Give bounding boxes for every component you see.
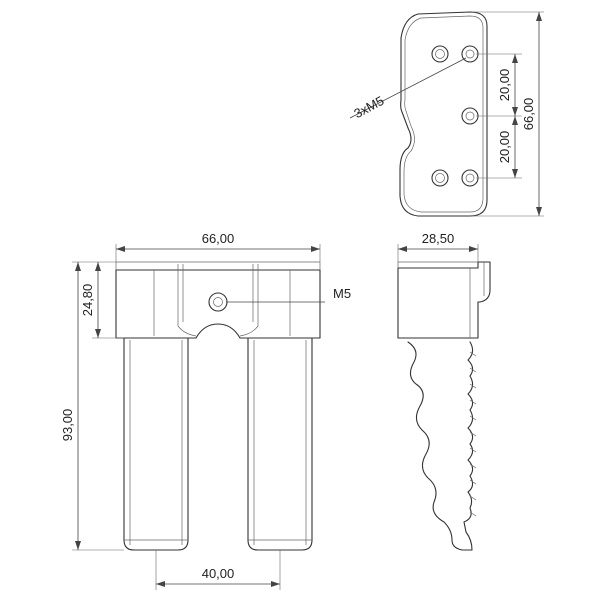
front-view-dim-head-arrow-bottom [95,329,101,338]
front-view-dim-width-text: 66,00 [202,231,235,246]
front-view-slot [177,264,259,337]
top-view-thread-hole-1 [461,45,479,63]
front-view-thread-callout: M5 [333,286,351,301]
front-view-dim-total-arrow-bottom [75,541,81,550]
side-view-dim-arrow-left [398,246,407,252]
front-view-dim-total-text: 93,00 [60,409,75,442]
side-view-dim-arrow-right [469,246,478,252]
front-view-thread-hole-inner [213,297,223,307]
top-view-thread-hole-1-inner [465,49,475,59]
front-view-dim-width-arrow-right [311,246,320,252]
top-view: 3xM5 20,00 20,00 66,00 [349,11,544,217]
front-view-left-leg [123,337,189,551]
top-view-dim-lower-text: 20,00 [497,131,512,164]
top-view-dim-arrow-lower-top [512,116,518,125]
top-view-dim-arrow-upper-bottom [512,107,518,116]
front-view-dim-head-arrow-top [95,262,101,271]
top-view-inner-edge [403,15,484,213]
side-view-grip-profile [407,341,474,551]
top-view-thread-callout: 3xM5 [351,93,386,121]
front-view-head-outline [115,269,321,339]
top-view-thread-hole-2-inner [465,111,475,121]
top-view-dim-arrow-upper-top [512,54,518,63]
top-view-thread-hole-2 [461,107,479,125]
front-view: M5 66,00 24,80 93,00 [60,231,351,590]
front-view-slot-inner [182,264,254,322]
front-view-dim-total-arrow-top [75,262,81,271]
front-view-dim-width-arrow-left [116,246,125,252]
front-view-dim-leg-text: 40,00 [202,566,235,581]
top-view-counterbore-upper [431,45,449,63]
front-view-dim-leg-arrow-left [156,581,165,587]
front-view-right-leg [247,337,313,551]
top-view-hole-upper-left [435,49,445,59]
side-view: 28,50 [397,231,491,551]
side-view-grip-teeth [469,351,477,517]
top-view-dim-overall-text: 66,00 [521,98,536,131]
top-view-thread-hole-3-inner [465,173,475,183]
top-view-counterbore-lower [431,169,449,187]
top-view-dim-arrow-lower-bottom [512,169,518,178]
top-view-dim-upper-text: 20,00 [497,69,512,102]
top-view-hole-lower-left [435,173,445,183]
front-view-dim-head-text: 24,80 [80,284,95,317]
top-view-thread-hole-3 [461,169,479,187]
top-view-dim-arrow-overall-top [536,12,542,21]
side-view-dim-text: 28,50 [422,231,455,246]
top-view-outline [399,11,488,217]
top-view-dim-arrow-overall-bottom [536,207,542,216]
front-view-thread-hole [208,292,228,312]
side-view-head-outline [397,261,491,339]
front-view-dim-leg-arrow-right [271,581,280,587]
top-view-thread-leader [349,57,467,119]
